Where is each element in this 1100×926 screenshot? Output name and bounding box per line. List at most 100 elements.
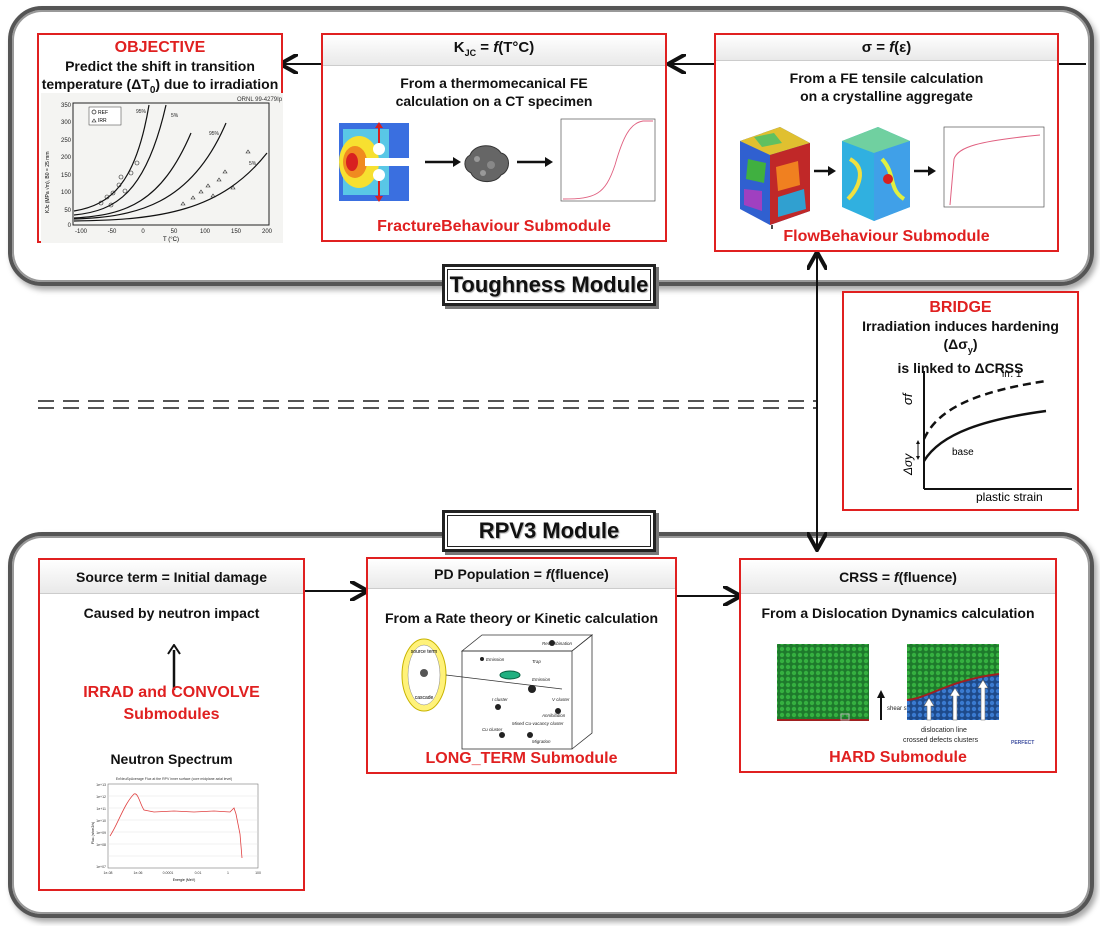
pd-head: PD Population = f(fluence) xyxy=(368,559,675,589)
plot-corner-label: ORNL 99-4279Ip xyxy=(237,97,283,103)
hardening-plot: σf Δσy irr. 1 base plastic strain xyxy=(900,369,1072,503)
svg-text:Flux (n/cm2/s): Flux (n/cm2/s) xyxy=(91,822,95,844)
svg-text:Cu cluster: Cu cluster xyxy=(482,727,503,732)
svg-text:Recombination: Recombination xyxy=(542,641,573,646)
svg-text:0.0001: 0.0001 xyxy=(163,871,174,875)
irrad-submodule-line2: Submodules xyxy=(123,706,220,723)
svg-text:I cluster: I cluster xyxy=(492,697,508,702)
crss-card: CRSS = f(fluence) From a Dislocation Dyn… xyxy=(739,558,1057,773)
long-term-submodule-label: LONG_TERM Submodule xyxy=(425,750,618,767)
svg-text:100: 100 xyxy=(200,229,211,235)
svg-text:Emission: Emission xyxy=(532,677,551,682)
svg-text:1e+12: 1e+12 xyxy=(96,795,106,799)
svg-text:200: 200 xyxy=(61,155,72,161)
svg-text:Annihilation: Annihilation xyxy=(541,713,566,718)
svg-text:REF: REF xyxy=(98,110,108,116)
svg-text:Emission: Emission xyxy=(486,657,505,662)
svg-text:Trap: Trap xyxy=(532,659,541,664)
svg-text:1e-08: 1e-08 xyxy=(104,871,113,875)
bridge-plot-delta: Δσy xyxy=(901,453,915,476)
svg-text:1e+07: 1e+07 xyxy=(96,865,106,869)
objective-card: OBJECTIVE Predict the shift in transitio… xyxy=(37,33,283,243)
bridge-title: BRIDGE xyxy=(929,299,992,316)
svg-text:1e+08: 1e+08 xyxy=(96,843,106,847)
svg-text:1e+10: 1e+10 xyxy=(96,819,106,823)
svg-text:0: 0 xyxy=(68,223,72,229)
bridge-plot-ylabel: σf xyxy=(900,392,915,405)
svg-text:-100: -100 xyxy=(75,229,88,235)
svg-text:350: 350 xyxy=(61,103,72,109)
bridge-plot-xlabel: plastic strain xyxy=(976,490,1043,503)
svg-text:crossed defects clusters: crossed defects clusters xyxy=(903,737,979,744)
bridge-card: BRIDGE Irradiation induces hardening (Δσ… xyxy=(842,291,1079,511)
objective-title: OBJECTIVE xyxy=(114,39,206,56)
transition-temperature-plot: ORNL 99-4279Ip 350 300 250 200 150 100 5… xyxy=(41,93,283,243)
source-term-text: Caused by neutron impact xyxy=(83,605,260,621)
flow-submodule-label: FlowBehaviour Submodule xyxy=(783,228,990,245)
svg-text:0.01: 0.01 xyxy=(195,871,202,875)
fracture-illustration xyxy=(339,118,656,202)
svg-text:1e+13: 1e+13 xyxy=(96,783,106,787)
svg-text:1e-06: 1e-06 xyxy=(134,871,143,875)
dashed-separator xyxy=(38,400,818,409)
svg-text:150: 150 xyxy=(231,229,242,235)
svg-text:50: 50 xyxy=(171,229,178,235)
up-arrow xyxy=(167,644,181,690)
svg-text:100: 100 xyxy=(255,871,261,875)
source-term-head: Source term = Initial damage xyxy=(40,560,303,594)
svg-text:1: 1 xyxy=(227,871,229,875)
flow-head: σ = f(ε) xyxy=(716,35,1057,61)
plot-ylabel: KJc (MPa √m), B0 = 25 mm xyxy=(44,151,51,213)
svg-text:Mixed Cu-vacancy cluster: Mixed Cu-vacancy cluster xyxy=(512,721,564,726)
svg-text:Migration: Migration xyxy=(532,739,551,744)
pd-population-card: PD Population = f(fluence) From a Rate t… xyxy=(366,557,677,774)
flow-card: σ = f(ε) From a FE tensile calculation o… xyxy=(714,33,1059,252)
svg-text:100: 100 xyxy=(61,190,72,196)
bridge-text-line2: is linked to ΔCRSS xyxy=(897,359,1024,376)
hard-submodule-label: HARD Submodule xyxy=(829,749,967,766)
svg-text:300: 300 xyxy=(61,120,72,126)
svg-text:EnNeuSpAverage Flux at the RPV: EnNeuSpAverage Flux at the RPV inner sur… xyxy=(116,777,232,781)
fracture-text-line1: From a thermomecanical FE xyxy=(400,75,588,91)
flow-illustration xyxy=(740,126,1045,229)
fracture-card: KJC = f(T°C) From a thermomecanical FE c… xyxy=(321,33,667,242)
fracture-text-line2: calculation on a CT specimen xyxy=(395,93,593,109)
fracture-submodule-label: FractureBehaviour Submodule xyxy=(377,218,611,235)
svg-text:PERFECT: PERFECT xyxy=(1011,740,1034,746)
toughness-module-label: Toughness Module xyxy=(442,264,656,306)
neutron-spectrum-plot: EnNeuSpAverage Flux at the RPV inner sur… xyxy=(91,777,261,882)
crss-head: CRSS = f(fluence) xyxy=(741,560,1055,594)
svg-text:source term: source term xyxy=(411,649,437,655)
svg-text:IRR: IRR xyxy=(98,118,107,124)
flow-text-line2: on a crystalline aggregate xyxy=(800,88,973,104)
neutron-spectrum-title: Neutron Spectrum xyxy=(110,751,233,767)
svg-text:5%: 5% xyxy=(249,161,257,167)
bridge-text-line1: Irradiation induces hardening (Δσy) xyxy=(862,318,1059,355)
svg-text:1e+09: 1e+09 xyxy=(96,831,106,835)
svg-text:250: 250 xyxy=(61,138,72,144)
irrad-submodule-line1: IRRAD and CONVOLVE xyxy=(83,684,260,701)
objective-text-line1: Predict the shift in transition xyxy=(65,58,255,74)
svg-text:95%: 95% xyxy=(209,131,220,137)
svg-text:1e+11: 1e+11 xyxy=(96,807,106,811)
rate-theory-illustration: source term cascade Recombination Emissi… xyxy=(401,634,594,750)
svg-text:V cluster: V cluster xyxy=(552,697,570,702)
crss-text: From a Dislocation Dynamics calculation xyxy=(761,605,1035,621)
flow-text-line1: From a FE tensile calculation xyxy=(789,70,984,86)
svg-text:0: 0 xyxy=(141,229,145,235)
svg-text:50: 50 xyxy=(64,208,71,214)
fracture-head: KJC = f(T°C) xyxy=(323,35,665,66)
source-term-card: Source term = Initial damage Caused by n… xyxy=(38,558,305,891)
svg-text:150: 150 xyxy=(61,173,72,179)
pd-text: From a Rate theory or Kinetic calculatio… xyxy=(384,610,659,626)
svg-text:200: 200 xyxy=(262,229,273,235)
svg-text:shear stress: shear stress xyxy=(887,706,920,712)
svg-text:95%: 95% xyxy=(136,109,147,115)
svg-text:-50: -50 xyxy=(108,229,117,235)
dislocation-dynamics-illustration: shear stress dislocation line crossed de… xyxy=(777,644,1034,746)
objective-text-line2: temperature (ΔT0) due to irradiation xyxy=(41,76,279,96)
svg-text:cascade: cascade xyxy=(415,695,434,701)
plot-xlabel: T (°C) xyxy=(163,237,179,243)
svg-text:5%: 5% xyxy=(171,113,179,119)
svg-text:Energie (MeV): Energie (MeV) xyxy=(173,878,196,882)
